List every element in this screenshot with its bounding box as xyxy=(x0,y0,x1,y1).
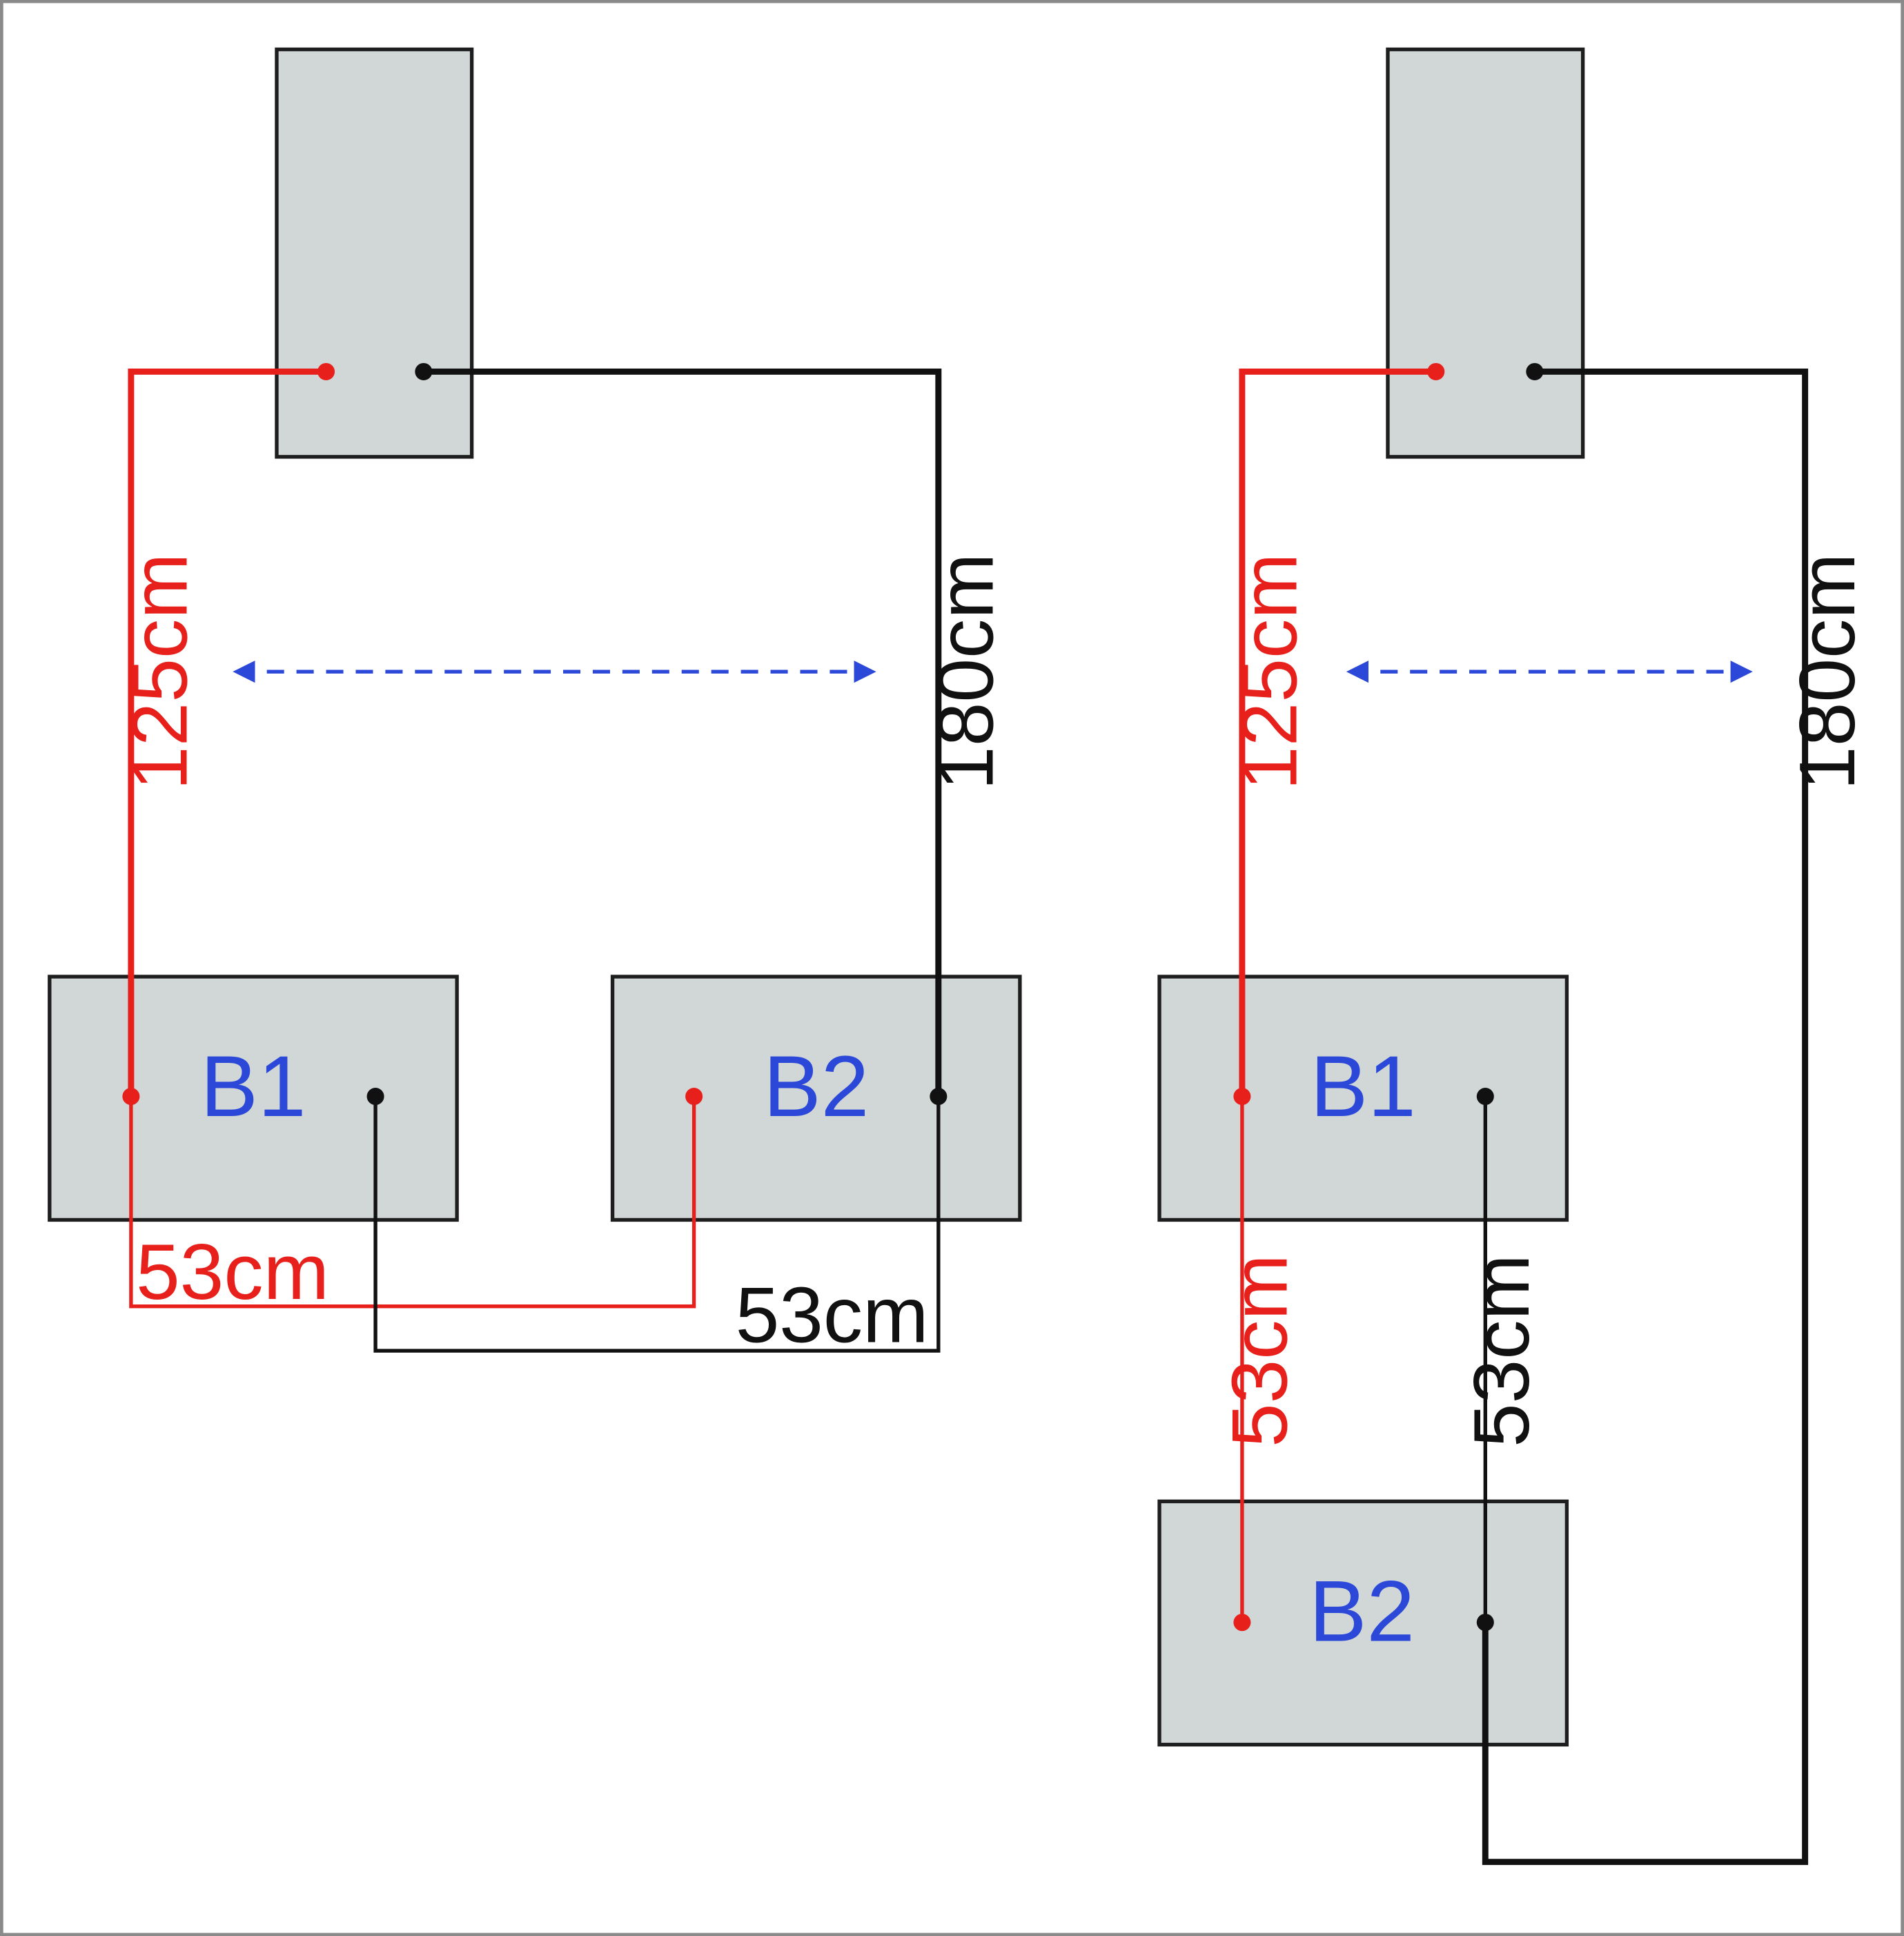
left-source-positive-terminal xyxy=(317,362,335,380)
left-battery-1-box xyxy=(48,975,459,1222)
left-negative-main-cable xyxy=(423,368,942,1097)
left-positive-main-cable xyxy=(128,368,326,1097)
left-b1-negative-terminal xyxy=(366,1088,384,1106)
right-positive-link-length-label: 53cm xyxy=(1215,1254,1304,1447)
left-source-box xyxy=(275,47,474,459)
left-b2-positive-terminal xyxy=(685,1088,703,1106)
left-battery-2-label: B2 xyxy=(763,1038,869,1135)
right-b1-positive-terminal xyxy=(1233,1088,1251,1106)
right-b2-positive-terminal xyxy=(1233,1614,1251,1632)
right-battery-1-box xyxy=(1157,975,1569,1222)
left-battery-1-label: B1 xyxy=(200,1038,306,1135)
right-source-box xyxy=(1386,47,1585,459)
right-battery-2-box xyxy=(1157,1499,1569,1747)
right-negative-main-length-label: 180cm xyxy=(1783,553,1872,790)
right-battery-1-label: B1 xyxy=(1311,1038,1416,1135)
left-negative-link-length-label: 53cm xyxy=(736,1271,929,1360)
left-positive-link-cable xyxy=(129,1096,696,1309)
right-positive-main-length-label: 125cm xyxy=(1226,553,1314,790)
left-negative-main-length-label: 180cm xyxy=(922,553,1010,790)
left-positive-main-length-label: 125cm xyxy=(115,553,204,790)
left-b1-positive-terminal xyxy=(122,1088,140,1106)
right-negative-main-cable xyxy=(1482,368,1809,1866)
right-b2-negative-terminal xyxy=(1476,1614,1494,1632)
left-diagram: 125cm 180cm 53cm 53cm B1 B2 xyxy=(48,47,1022,1360)
right-source-negative-terminal xyxy=(1526,362,1544,380)
right-battery-2-label: B2 xyxy=(1309,1563,1415,1659)
right-negative-link-length-label: 53cm xyxy=(1458,1254,1546,1447)
right-b1-negative-terminal xyxy=(1476,1088,1494,1106)
left-positive-link-length-label: 53cm xyxy=(136,1228,329,1316)
left-source-negative-terminal xyxy=(415,362,433,380)
right-positive-main-cable xyxy=(1239,368,1436,1097)
left-b2-negative-terminal xyxy=(930,1088,948,1106)
left-battery-2-box xyxy=(610,975,1022,1222)
right-diagram: 125cm 180cm 53cm 53cm B1 B2 xyxy=(1157,47,1872,1866)
left-negative-link-cable xyxy=(373,1096,941,1353)
right-source-positive-terminal xyxy=(1427,362,1445,380)
